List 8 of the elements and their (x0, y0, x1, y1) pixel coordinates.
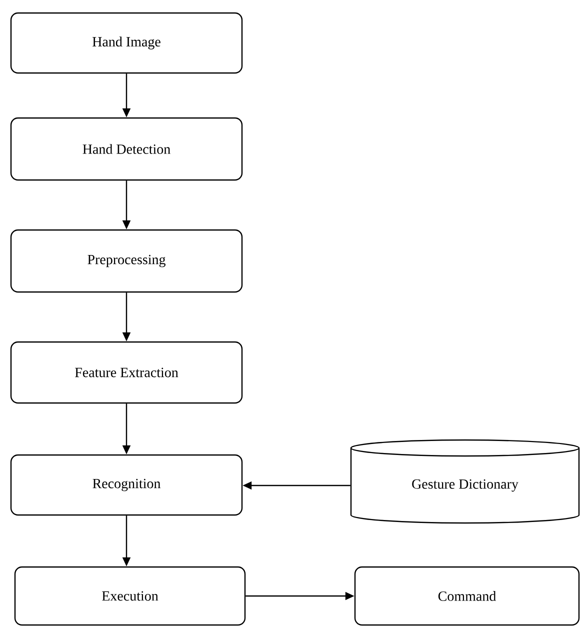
process-box: Execution (14, 566, 246, 626)
process-box: Hand Image (10, 12, 243, 74)
process-box: Preprocessing (10, 229, 243, 293)
process-box: Recognition (10, 454, 243, 516)
database-cylinder: Gesture Dictionary (350, 439, 580, 524)
process-box: Command (354, 566, 580, 626)
process-box: Feature Extraction (10, 341, 243, 404)
process-box: Hand Detection (10, 117, 243, 181)
